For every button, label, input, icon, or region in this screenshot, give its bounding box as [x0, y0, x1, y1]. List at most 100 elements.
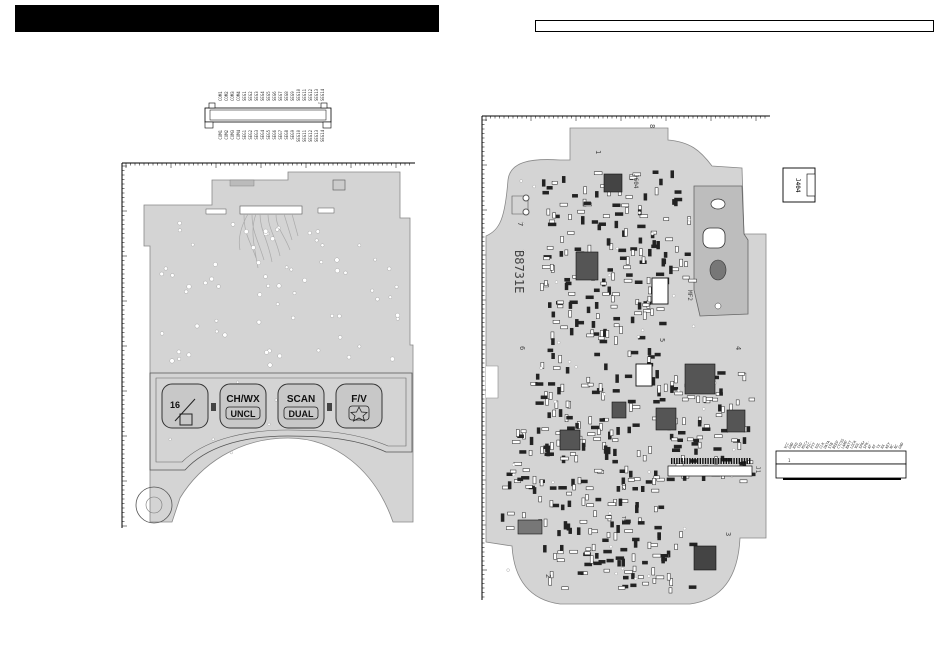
pin-label: SEG9 [290, 129, 295, 139]
header-bar [15, 5, 439, 32]
pin-label: SEG4 [260, 91, 265, 101]
pin-label: AF [867, 444, 873, 450]
svg-text:DUAL: DUAL [289, 409, 314, 419]
pin-label: CTCSS [836, 438, 845, 449]
svg-text:J604: J604 [632, 174, 639, 189]
pin-label: TX [876, 443, 882, 449]
pin-label: GND [788, 442, 795, 450]
pin-label: TXD [797, 442, 804, 450]
button-fv: F/V [335, 383, 383, 429]
pin-label: SPK+ [858, 439, 866, 449]
pin-label: NC [893, 444, 899, 450]
svg-text:B8731E: B8731E [512, 250, 526, 293]
svg-text:J404: J404 [794, 178, 801, 193]
pin-label: SEG7 [278, 129, 283, 139]
pin-label: SEG4 [260, 129, 265, 139]
svg-text:6: 6 [518, 346, 526, 350]
svg-text:1: 1 [594, 150, 602, 154]
svg-text:1: 1 [318, 101, 320, 105]
pin-label: SEG12 [308, 88, 313, 101]
svg-text:MF2: MF2 [686, 290, 693, 301]
pin-label: SEG10 [296, 129, 301, 142]
pin-label: NC [889, 444, 895, 450]
pin-label: COM4 [236, 91, 241, 101]
pin-label: SEG1 [242, 129, 247, 139]
pin-label: SEG14 [320, 129, 325, 142]
pin-label: BATT [845, 439, 853, 449]
pin-label: COM3 [230, 129, 235, 139]
header-box [535, 20, 934, 32]
pin-label: SEG5 [266, 91, 271, 101]
button-scan: SCAN DUAL [277, 383, 332, 429]
pin-label: SEG10 [296, 88, 301, 101]
pin-label: SPK- [863, 440, 871, 449]
button-key-1: 16 [161, 383, 216, 429]
svg-text:J1: J1 [754, 466, 761, 474]
svg-text:16: 16 [170, 400, 180, 410]
pin-label: BEEP [832, 440, 840, 449]
pin-label: SQL [814, 442, 821, 450]
pin-label: SEG5 [266, 129, 271, 139]
svg-text:2: 2 [544, 574, 552, 578]
svg-text:T1: T1 [620, 516, 626, 522]
pin-label: KEY [885, 441, 892, 449]
pin-label: CLK [819, 441, 826, 449]
svg-text:SCAN: SCAN [287, 394, 315, 405]
svg-text:3: 3 [724, 532, 732, 536]
pin-label: GND [898, 442, 905, 450]
left-ruler-top [122, 162, 415, 168]
pin-label: SEG13 [314, 88, 319, 101]
left-board [135, 171, 414, 524]
pin-label: RXD [792, 442, 799, 450]
pin-label: COM3 [230, 91, 235, 101]
pin-label: SEG2 [248, 129, 253, 139]
pin-label: SEG6 [272, 91, 277, 101]
svg-text:5: 5 [658, 338, 666, 342]
j404-connector: J404 [782, 167, 816, 203]
svg-text:7: 7 [516, 222, 524, 226]
pin-label: SEG8 [284, 129, 289, 139]
pin-label: DATA [823, 439, 831, 449]
pin-label: LAMP [841, 440, 849, 449]
right-board: B8731E J604 MF2 J1 T2 T1 1 2 3 4 5 6 7 8 [485, 124, 767, 605]
pin-label: PTT [810, 441, 817, 449]
pin-label: COM2 [224, 91, 229, 101]
svg-text:CH/WX: CH/WX [226, 394, 260, 405]
pin-label: LOCK [849, 439, 857, 449]
pin-label: SEG14 [320, 88, 325, 101]
svg-text:UNCL: UNCL [231, 409, 256, 419]
pin-label: RF [871, 444, 877, 450]
button-chwx: CH/WX UNCL [219, 383, 267, 429]
side-connector: 1 [775, 450, 907, 480]
pin-label: VOL [854, 442, 861, 450]
pin-label: COM4 [236, 129, 241, 139]
svg-text:8: 8 [648, 124, 656, 128]
pin-label: SEG9 [290, 91, 295, 101]
pin-label: COM2 [224, 129, 229, 139]
pin-label: SEG2 [248, 91, 253, 101]
side-connector-pin-labels: VCCGNDRXDTXDMIC+MIC-PTTSQLCLKDATASTBBEEP… [783, 438, 904, 449]
pin-label: RX [880, 443, 886, 449]
pin-label: COM1 [218, 91, 223, 101]
pin-label: SEG7 [278, 91, 283, 101]
pin-label: SEG11 [302, 88, 307, 101]
left-ruler-side [121, 163, 127, 528]
pin-label: MIC- [805, 440, 813, 449]
pin-label: SEG3 [254, 129, 259, 139]
pin-label: SEG8 [284, 91, 289, 101]
pin-label: SEG1 [242, 91, 247, 101]
svg-text:T2: T2 [620, 484, 626, 490]
pin-label: SEG12 [308, 129, 313, 142]
svg-text:4: 4 [734, 346, 742, 350]
pin-label: STB [827, 442, 834, 450]
pin-label: SEG11 [302, 129, 307, 142]
lcd-connector: 1 [204, 101, 332, 129]
svg-text:F/V: F/V [351, 394, 367, 405]
pin-label: COM1 [218, 129, 223, 139]
pin-label: SEG6 [272, 129, 277, 139]
pin-label: SEG3 [254, 91, 259, 101]
pin-label: MIC+ [801, 439, 809, 449]
